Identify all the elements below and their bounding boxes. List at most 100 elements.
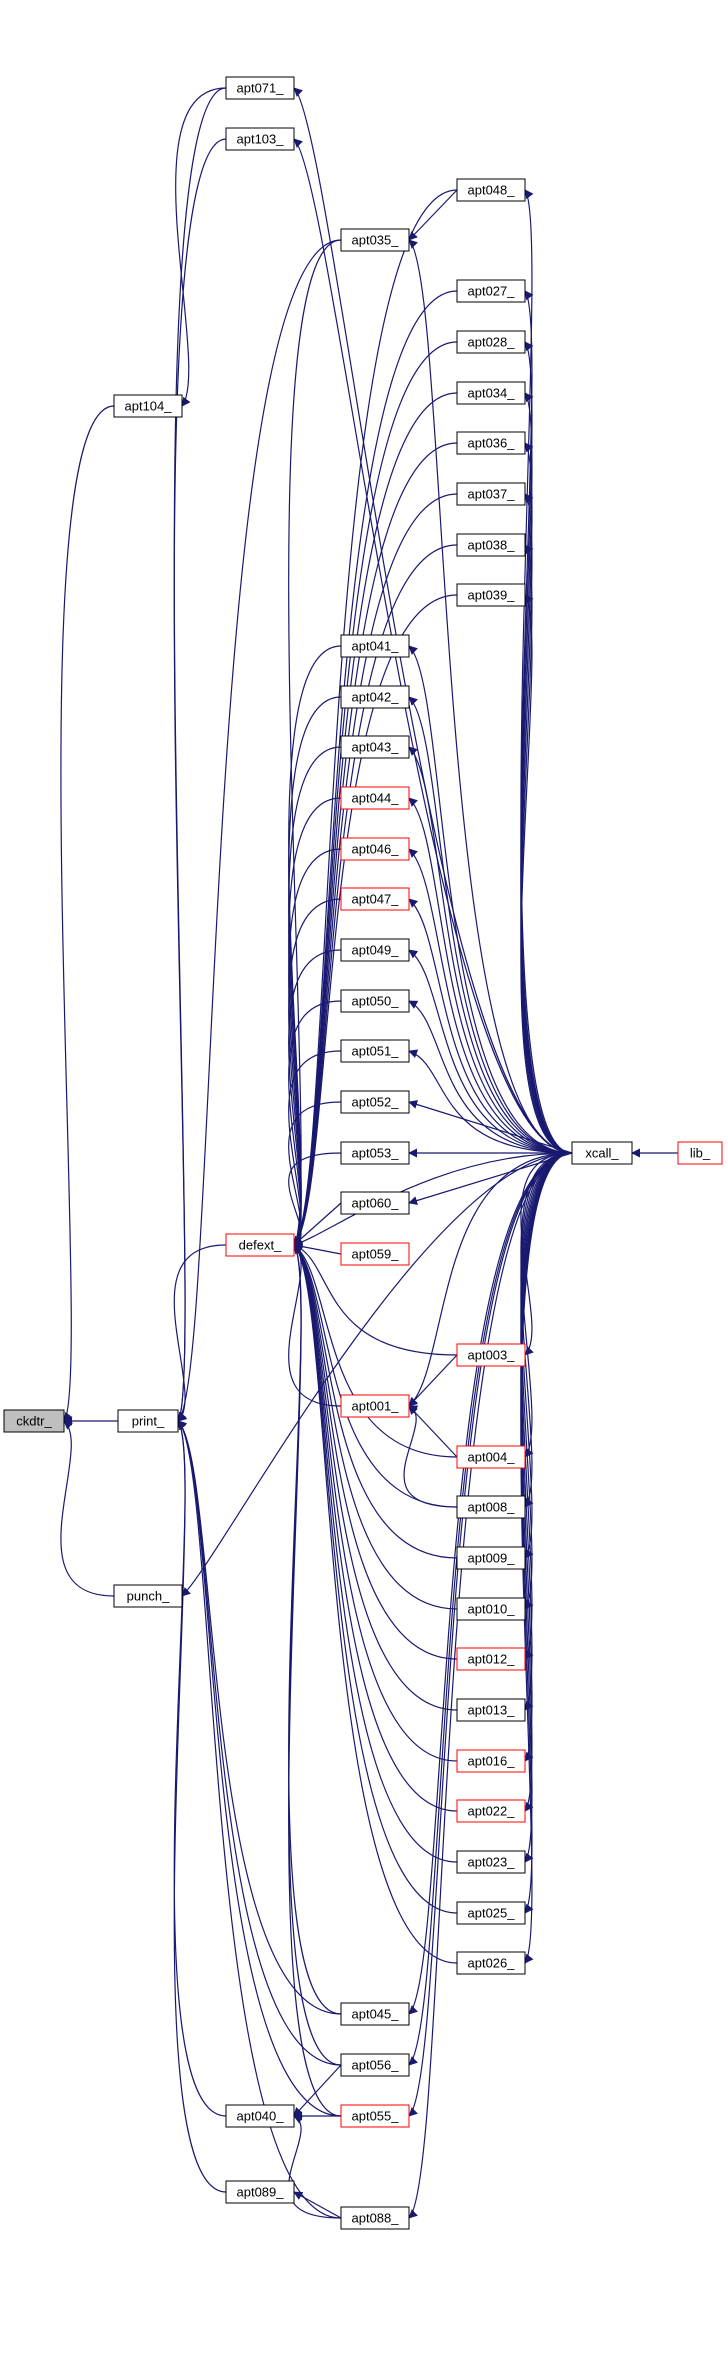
edge-xcall-to-apt056 [408,1152,573,2066]
node-apt034[interactable]: apt034_ [456,381,526,405]
edge-xcall-to-apt042 [408,696,573,1154]
node-apt048[interactable]: apt048_ [456,178,526,202]
node-apt004[interactable]: apt004_ [456,1445,526,1469]
edge-apt008-to-apt001 [403,1405,458,1508]
node-apt028[interactable]: apt028_ [456,330,526,354]
node-apt088[interactable]: apt088_ [340,2206,410,2230]
edge-apt088-to-apt089 [293,2191,342,2219]
node-apt042[interactable]: apt042_ [340,685,410,709]
node-label-apt051: apt051_ [352,1044,400,1059]
node-apt089[interactable]: apt089_ [225,2180,295,2204]
node-label-apt023: apt023_ [468,1855,516,1870]
edge-apt003-to-apt001 [408,1354,458,1407]
node-apt010[interactable]: apt010_ [456,1597,526,1621]
edge-xcall-to-apt052 [408,1100,573,1154]
node-apt027[interactable]: apt027_ [456,279,526,303]
edge-xcall-to-apt037 [520,493,573,1154]
node-apt035[interactable]: apt035_ [340,228,410,252]
node-apt008[interactable]: apt008_ [456,1495,526,1519]
node-punch[interactable]: punch_ [113,1584,183,1608]
node-label-apt089: apt089_ [237,2185,285,2200]
node-box-apt050 [340,989,410,1013]
node-box-apt055 [340,2104,410,2128]
node-apt038[interactable]: apt038_ [456,533,526,557]
edge-apt009-to-defext [293,1244,458,1559]
edge-apt045-to-print [177,1420,342,2015]
node-apt039[interactable]: apt039_ [456,583,526,607]
edge-xcall-to-apt049 [408,949,573,1154]
node-box-apt009 [456,1546,526,1570]
node-apt103[interactable]: apt103_ [225,127,295,151]
node-label-apt039: apt039_ [468,588,516,603]
edge-apt055-to-print [177,1420,342,2117]
node-apt045[interactable]: apt045_ [340,2002,410,2026]
node-apt041[interactable]: apt041_ [340,634,410,658]
node-apt036[interactable]: apt036_ [456,431,526,455]
node-label-apt052: apt052_ [352,1095,400,1110]
edge-xcall-to-apt026 [520,1152,573,1964]
node-apt012[interactable]: apt012_ [456,1647,526,1671]
edge-apt048-to-apt035 [408,189,458,241]
node-label-apt025: apt025_ [468,1906,516,1921]
node-apt060[interactable]: apt060_ [340,1191,410,1215]
edge-apt045-to-defext [288,1244,342,2015]
node-apt047[interactable]: apt047_ [340,887,410,911]
node-apt022[interactable]: apt022_ [456,1799,526,1823]
node-apt055[interactable]: apt055_ [340,2104,410,2128]
node-apt059[interactable]: apt059_ [340,1242,410,1266]
node-ckdtr[interactable]: ckdtr_ [3,1409,65,1433]
node-defext[interactable]: defext_ [225,1233,295,1257]
node-box-apt028 [456,330,526,354]
node-apt025[interactable]: apt025_ [456,1901,526,1925]
node-label-apt004: apt004_ [468,1450,516,1465]
node-box-apt012 [456,1647,526,1671]
edge-apt089-to-print [173,1420,227,2193]
node-box-apt036 [456,431,526,455]
node-apt003[interactable]: apt003_ [456,1343,526,1367]
node-apt001[interactable]: apt001_ [340,1394,410,1418]
node-apt052[interactable]: apt052_ [340,1090,410,1114]
node-box-apt041 [340,634,410,658]
node-box-apt042 [340,685,410,709]
node-label-apt026: apt026_ [468,1956,516,1971]
node-apt050[interactable]: apt050_ [340,989,410,1013]
node-apt046[interactable]: apt046_ [340,837,410,861]
node-box-ckdtr [3,1409,65,1433]
node-label-apt048: apt048_ [468,183,516,198]
node-apt040[interactable]: apt040_ [225,2104,295,2128]
node-apt009[interactable]: apt009_ [456,1546,526,1570]
edge-xcall-to-apt035 [408,239,573,1154]
node-apt044[interactable]: apt044_ [340,786,410,810]
node-label-ckdtr: ckdtr_ [16,1414,52,1429]
node-label-apt008: apt008_ [468,1500,516,1515]
node-label-punch: punch_ [127,1589,170,1604]
node-box-apt013 [456,1698,526,1722]
node-label-apt071: apt071_ [237,81,285,96]
node-box-apt039 [456,583,526,607]
node-apt016[interactable]: apt016_ [456,1749,526,1773]
node-box-apt034 [456,381,526,405]
node-apt049[interactable]: apt049_ [340,938,410,962]
edge-apt035-to-defext [288,239,342,1246]
node-print[interactable]: print_ [117,1409,179,1433]
node-xcall[interactable]: xcall_ [571,1141,633,1165]
node-lib[interactable]: lib_ [677,1141,723,1165]
node-apt051[interactable]: apt051_ [340,1039,410,1063]
node-apt037[interactable]: apt037_ [456,482,526,506]
node-label-apt036: apt036_ [468,436,516,451]
node-apt023[interactable]: apt023_ [456,1850,526,1874]
edge-apt004-to-apt001 [408,1405,458,1458]
node-apt053[interactable]: apt053_ [340,1141,410,1165]
node-box-apt025 [456,1901,526,1925]
node-apt071[interactable]: apt071_ [225,76,295,100]
node-apt104[interactable]: apt104_ [113,394,183,418]
edge-xcall-to-apt048 [520,189,573,1154]
node-apt026[interactable]: apt026_ [456,1951,526,1975]
node-apt043[interactable]: apt043_ [340,735,410,759]
edge-apt056-to-print [177,1420,342,2066]
edge-apt026-to-defext [293,1244,458,1964]
node-box-apt059 [340,1242,410,1266]
node-apt013[interactable]: apt013_ [456,1698,526,1722]
node-apt056[interactable]: apt056_ [340,2053,410,2077]
